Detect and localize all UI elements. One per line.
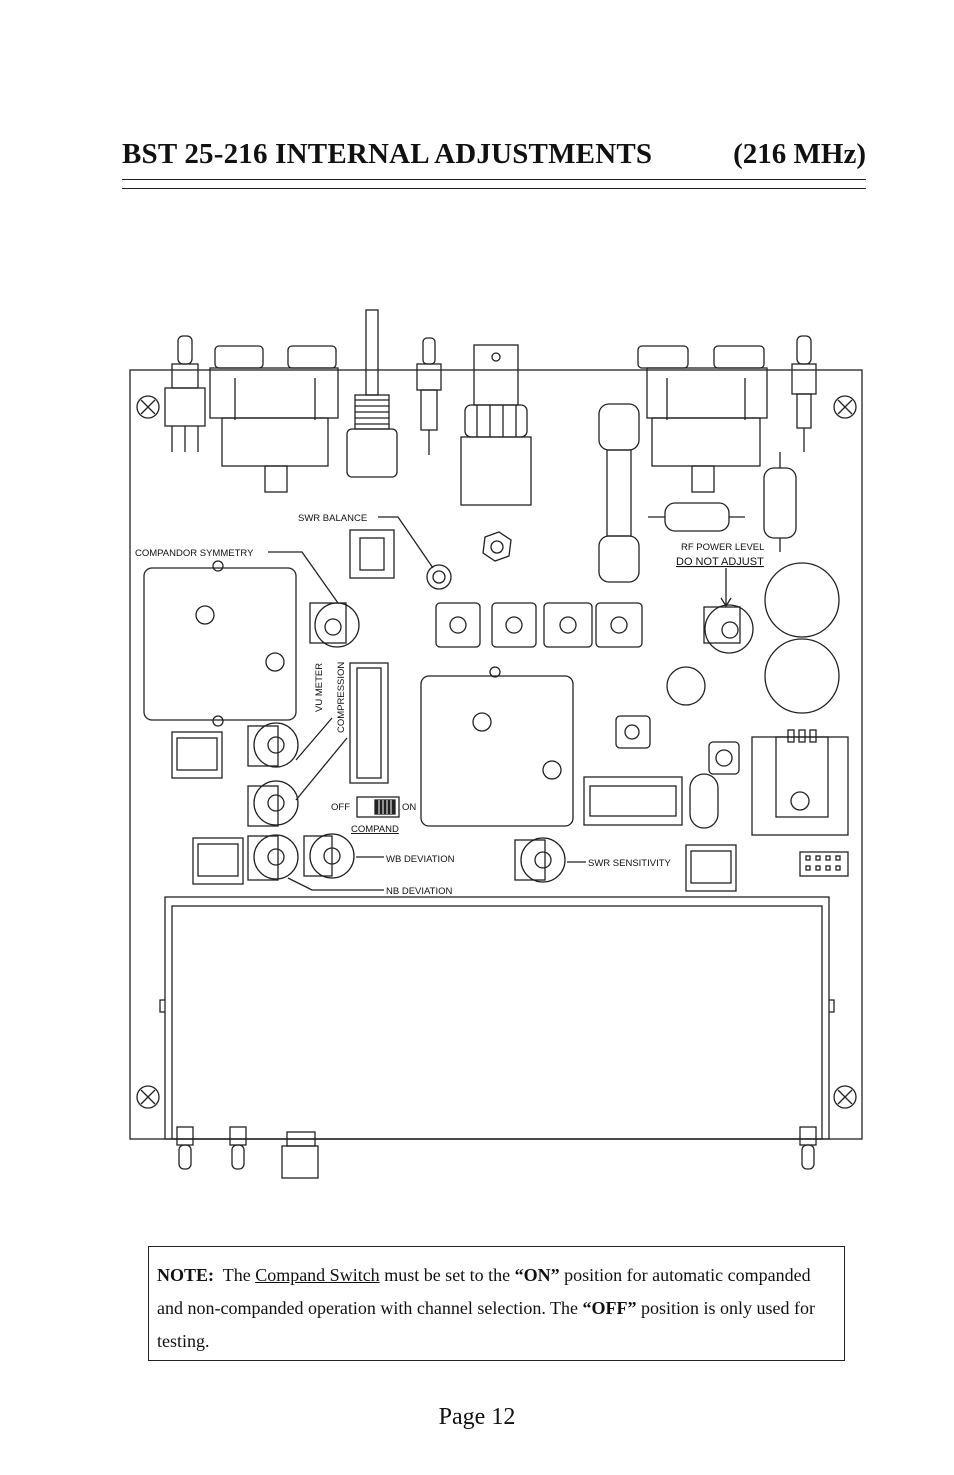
trimmer-center (615, 715, 651, 749)
circuit-board-diagram: SWR BALANCE COMPANDOR SYMMETRY RF POWER … (129, 309, 863, 1179)
resistor-horizontal (648, 502, 745, 532)
note-box: NOTE: The Compand Switch must be set to … (148, 1246, 845, 1361)
bottom-pin-1 (176, 1126, 194, 1170)
label-wb-deviation: WB DEVIATION (386, 854, 455, 865)
capacitor-small (666, 666, 706, 706)
swr-sensitivity-pot (514, 837, 566, 883)
capacitor-right-top (764, 562, 840, 638)
hex-nut (482, 531, 512, 562)
antenna-connector (346, 309, 398, 478)
label-do-not-adjust: DO NOT ADJUST (676, 556, 764, 568)
ic-bottom-left (192, 837, 244, 885)
crystal-square (708, 741, 740, 775)
inductor-vertical (598, 403, 640, 583)
note-text-4: position is only used for testing. (157, 1298, 816, 1351)
swr-balance-trimmer (426, 564, 452, 590)
note-off-word: “OFF” (582, 1298, 637, 1318)
rf-power-level-pot (703, 604, 754, 654)
bottom-pin-3 (799, 1126, 817, 1170)
compression-leader (295, 737, 348, 801)
label-compand: COMPAND (351, 824, 399, 835)
bnc-connector (460, 344, 532, 506)
screw-bottom-right (833, 1085, 857, 1109)
label-swr-balance: SWR BALANCE (298, 513, 367, 524)
ic-left-small (171, 731, 223, 779)
rf-shield-box (159, 896, 835, 1140)
label-swr-sensitivity: SWR SENSITIVITY (588, 858, 672, 869)
xlr-connector-left (209, 345, 339, 493)
note-on-word: “ON” (514, 1265, 560, 1285)
rf-power-arrow (720, 568, 732, 608)
capacitor-right-bottom (764, 638, 840, 714)
nb-deviation-pot (247, 834, 299, 881)
note-label: NOTE: (157, 1265, 215, 1285)
note-text-2: must be set to the (384, 1265, 511, 1285)
page-header: BST 25-216 INTERNAL ADJUSTMENTS (216 MHz… (122, 138, 866, 178)
label-off: OFF (331, 802, 350, 813)
note-switch-name: Compand Switch (255, 1265, 380, 1285)
vu-meter-pot (247, 722, 299, 768)
trimmer-bank (435, 602, 643, 648)
bottom-connector (281, 1131, 319, 1179)
transformer-center (420, 666, 574, 827)
label-compression: COMPRESSION (336, 662, 347, 733)
xlr-connector-right (637, 345, 768, 493)
label-nb-deviation: NB DEVIATION (386, 886, 452, 897)
label-compandor-symmetry: COMPANDOR SYMMETRY (135, 548, 254, 559)
voltage-regulator (751, 729, 849, 836)
label-vu-meter: VU METER (314, 663, 325, 712)
vu-meter-leader (295, 717, 333, 761)
led-top-center (416, 337, 442, 455)
slot-oval (689, 773, 719, 829)
bottom-pin-2 (229, 1126, 247, 1170)
ic-swr-balance (349, 529, 395, 579)
nb-deviation-leader (287, 877, 384, 891)
label-rf-power-level: RF POWER LEVEL (681, 542, 764, 553)
swr-balance-leader (378, 516, 434, 569)
frequency-label: (216 MHz) (733, 138, 866, 170)
ic-bottom-right (685, 844, 737, 892)
resistor-vertical (763, 452, 797, 552)
led-top-right (791, 335, 817, 452)
page-title: BST 25-216 INTERNAL ADJUSTMENTS (122, 138, 653, 170)
compand-switch[interactable] (356, 796, 400, 818)
note-text-1: The (222, 1265, 251, 1285)
compression-pot (247, 780, 299, 827)
label-on: ON (402, 802, 416, 813)
compandor-symmetry-leader (268, 551, 339, 604)
page-number: Page 12 (438, 1404, 516, 1430)
led-top-left (164, 335, 206, 452)
ic-horizontal (583, 776, 683, 826)
screw-bottom-left (136, 1085, 160, 1109)
screw-top-left (136, 395, 160, 419)
note-text-3: position for automatic companded and non… (157, 1265, 811, 1318)
pin-header (799, 851, 849, 877)
compandor-symmetry-pot (309, 602, 360, 648)
transformer-left (143, 560, 297, 727)
screw-top-right (833, 395, 857, 419)
wb-deviation-pot (303, 833, 355, 879)
header-rule-top (122, 179, 866, 180)
header-rule-bottom (122, 188, 866, 189)
ic-vertical (349, 662, 389, 784)
